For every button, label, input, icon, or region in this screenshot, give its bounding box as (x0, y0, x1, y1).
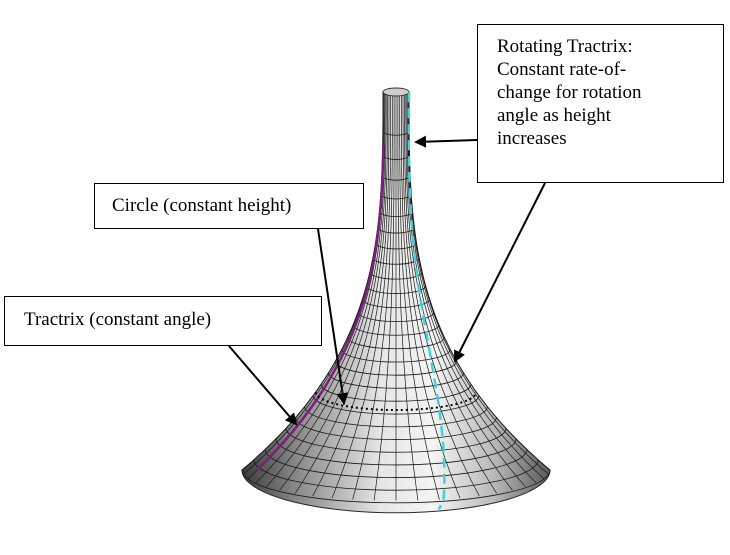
mesh-meridian (408, 92, 545, 479)
rotating-tractrix-label-line: Rotating Tractrix: (497, 36, 633, 57)
mesh-meridian (352, 94, 393, 500)
arrow-rotating-top (414, 135, 478, 148)
mesh-meridian (408, 92, 551, 471)
mesh-meridian (279, 93, 387, 491)
arrow-tractrix (228, 345, 298, 426)
rotating-tractrix-curve (407, 92, 446, 511)
rotating-tractrix-label-line: Constant rate-of- (497, 59, 627, 80)
tractrix-label: Tractrix (constant angle) (4, 296, 322, 346)
mesh-meridian (407, 93, 537, 484)
mesh-meridian (401, 94, 461, 499)
mesh-meridian (406, 93, 526, 487)
rotating-tractrix-label: Rotating Tractrix: Constant rate-of- cha… (477, 24, 724, 183)
mesh-meridian (397, 94, 419, 501)
mesh-meridian (373, 94, 395, 501)
rotating-tractrix-label-line: angle as height (497, 105, 611, 126)
top-rim (382, 87, 410, 97)
circle-curve (314, 391, 478, 412)
rotating-tractrix-label-line: increases (497, 128, 567, 149)
circle-label: Circle (constant height) (94, 183, 364, 229)
mesh-meridian (266, 93, 386, 487)
mesh-meridian (404, 94, 498, 494)
mesh-ring (241, 469, 551, 504)
arrow-rotating-bottom (454, 182, 546, 363)
mesh-meridian (399, 94, 440, 500)
arrow-circle (317, 228, 349, 405)
rotating-tractrix-label-line: change for rotation (497, 82, 642, 103)
mesh-meridian (331, 94, 391, 499)
mesh-meridian (402, 94, 480, 497)
pseudosphere-surface (241, 87, 551, 514)
tractrix-curve (256, 145, 385, 471)
mesh-meridian (312, 94, 390, 497)
mesh-meridian (294, 94, 388, 494)
